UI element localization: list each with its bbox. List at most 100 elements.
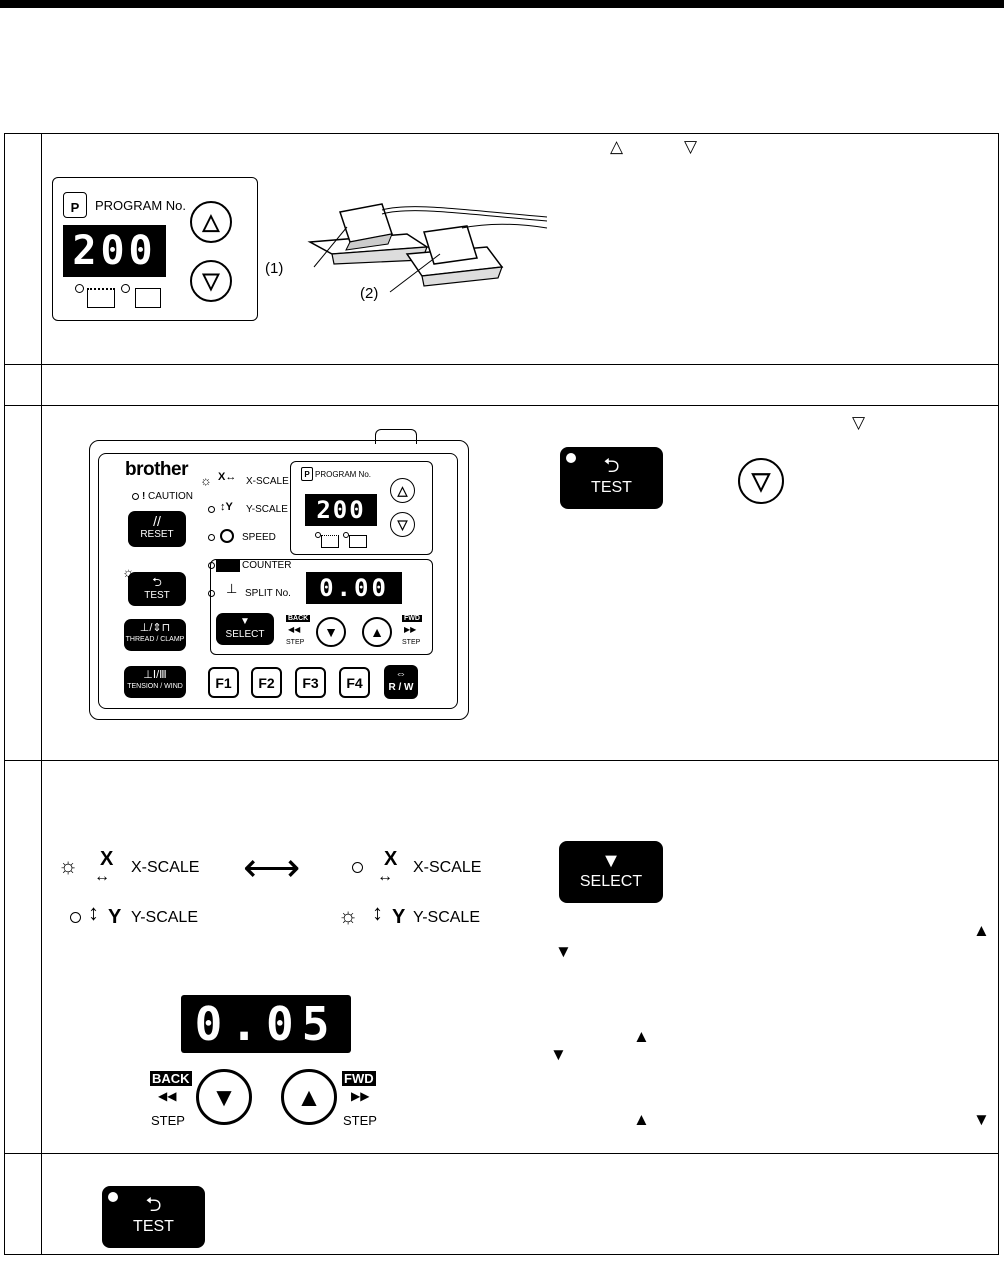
select-button-small[interactable]: ▼ SELECT (216, 613, 274, 645)
y-scale-label: Y-SCALE (413, 909, 480, 926)
back-step-label: STEP (286, 639, 305, 646)
value-display: 0.05 (181, 995, 351, 1053)
fwd-tag: FWD (342, 1071, 376, 1086)
pedal-label-2: (2) (360, 285, 379, 302)
x-scale-label: X-SCALE (413, 859, 482, 876)
row-divider (4, 1153, 999, 1154)
x-scale-label: X-SCALE (131, 859, 200, 876)
test-label: TEST (133, 1218, 174, 1235)
rewind-icon: ◀◀ (158, 1089, 177, 1103)
select-triangle-icon: ▼ (601, 850, 621, 872)
y-letter: Y (108, 906, 122, 928)
floppy-disk-icon (135, 288, 161, 308)
y-arrow-icon: ↕Y (220, 501, 233, 513)
thread-clamp-label: THREAD / CLAMP (125, 636, 185, 643)
step-column-divider (41, 133, 42, 1255)
x-arrow-icon: ↔ (377, 868, 393, 885)
brand-logo: brother (125, 459, 189, 480)
disk-led-indicator (121, 284, 130, 293)
back-step-label: STEP (151, 1113, 185, 1128)
caution-label: CAUTION (148, 491, 193, 502)
pedal-label-1: (1) (265, 260, 284, 277)
card-icon (87, 288, 115, 308)
tension-wind-button[interactable]: ⊥Ⅰ/Ⅲ TENSION / WIND (124, 666, 186, 698)
x-scale-led-lit-icon: ☼ (58, 853, 79, 878)
row-divider (4, 405, 999, 406)
split-panel (210, 559, 433, 655)
y-arrow-icon: ↕ (88, 900, 99, 925)
split-label: SPLIT No. (245, 588, 291, 599)
x-arrow-icon: ↔ (94, 868, 110, 885)
back-tag: BACK (286, 615, 311, 622)
row-divider (4, 760, 999, 761)
down-arrow-icon: ▼ (555, 942, 572, 961)
f2-key[interactable]: F2 (251, 667, 282, 698)
test-button[interactable]: ⮌ TEST (560, 447, 663, 509)
instruction-table (4, 133, 999, 1255)
y-scale-led (208, 506, 215, 513)
fwd-step-button[interactable]: ▲ (362, 617, 392, 647)
counter-label: COUNTER (242, 560, 292, 571)
program-hand-icon: P (63, 192, 87, 218)
toggle-arrow-icon: ⟷ (243, 846, 301, 890)
up-arrow-icon: ▲ (633, 1110, 650, 1129)
f4-key[interactable]: F4 (339, 667, 370, 698)
fwd-tag: FWD (402, 615, 422, 622)
operation-panel: brother ! CAUTION // RESET ⮌ TEST ☼ ⊥/⇕⊓… (89, 429, 469, 720)
tension-wind-label: TENSION / WIND (127, 683, 183, 690)
panel-clip (375, 429, 417, 444)
down-arrow-icon: ▼ (550, 1045, 567, 1064)
tension-wind-icon: ⊥Ⅰ/Ⅲ (143, 669, 167, 681)
return-arrow-icon: ⮌ (152, 575, 162, 589)
x-scale-label: X-SCALE (246, 476, 289, 487)
x-letter: X (100, 848, 114, 870)
inner-program-up-button[interactable]: △ (390, 478, 415, 503)
y-arrow-icon: ↕ (372, 900, 383, 925)
fwd-step-button[interactable]: ▲ (281, 1069, 337, 1125)
fwd-step-label: STEP (343, 1113, 377, 1128)
program-down-button[interactable]: ▽ (190, 260, 232, 302)
rw-label: R / W (388, 682, 414, 693)
back-step-button[interactable]: ▼ (196, 1069, 252, 1125)
split-needle-icon: ⊥ (226, 581, 238, 596)
inner-program-display: 200 (305, 494, 377, 526)
panel-inner-frame (98, 453, 458, 709)
y-letter: Y (392, 906, 406, 928)
x-arrow-icon: X↔ (218, 471, 237, 483)
reset-label: RESET (140, 529, 174, 540)
test-button[interactable]: ⮌ TEST (102, 1186, 205, 1248)
disk-led-indicator (343, 532, 349, 538)
test-led-lit-icon: ☼ (122, 564, 135, 580)
forward-icon: ▶▶ (351, 1089, 370, 1103)
f3-key[interactable]: F3 (295, 667, 326, 698)
split-led (208, 590, 215, 597)
foot-pedals-illustration (307, 203, 548, 293)
y-scale-led-lit-icon: ☼ (338, 903, 359, 928)
test-label: TEST (591, 479, 632, 496)
up-arrow-icon: ▲ (973, 921, 990, 940)
counter-icon (216, 560, 240, 572)
inner-program-label: PROGRAM No. (315, 470, 372, 479)
back-step-button[interactable]: ▼ (316, 617, 346, 647)
return-arrow-icon: ⮌ (603, 455, 620, 477)
reset-button[interactable]: // RESET (128, 511, 186, 547)
card-led-indicator (75, 284, 84, 293)
thread-clamp-button[interactable]: ⊥/⇕⊓ THREAD / CLAMP (124, 619, 186, 651)
thread-clamp-icon: ⊥/⇕⊓ (139, 622, 171, 634)
floppy-disk-icon (349, 535, 367, 548)
program-hand-icon: P (301, 467, 313, 481)
program-up-button[interactable]: △ (190, 201, 232, 243)
select-label: SELECT (225, 629, 265, 640)
select-button[interactable]: ▼ SELECT (559, 841, 663, 903)
top-rule (0, 0, 1004, 8)
select-label: SELECT (579, 873, 643, 890)
inner-program-down-button[interactable]: ▽ (390, 512, 415, 537)
row-divider (4, 364, 999, 365)
down-arrow-icon: ▼ (973, 1110, 990, 1129)
program-down-button[interactable]: ▽ (738, 458, 784, 504)
up-triangle-icon: △ (610, 137, 624, 156)
f1-key[interactable]: F1 (208, 667, 239, 698)
test-button-small[interactable]: ⮌ TEST (128, 572, 186, 606)
return-arrow-icon: ⮌ (145, 1194, 162, 1216)
read-write-button[interactable]: ⇔ R / W (384, 665, 418, 699)
